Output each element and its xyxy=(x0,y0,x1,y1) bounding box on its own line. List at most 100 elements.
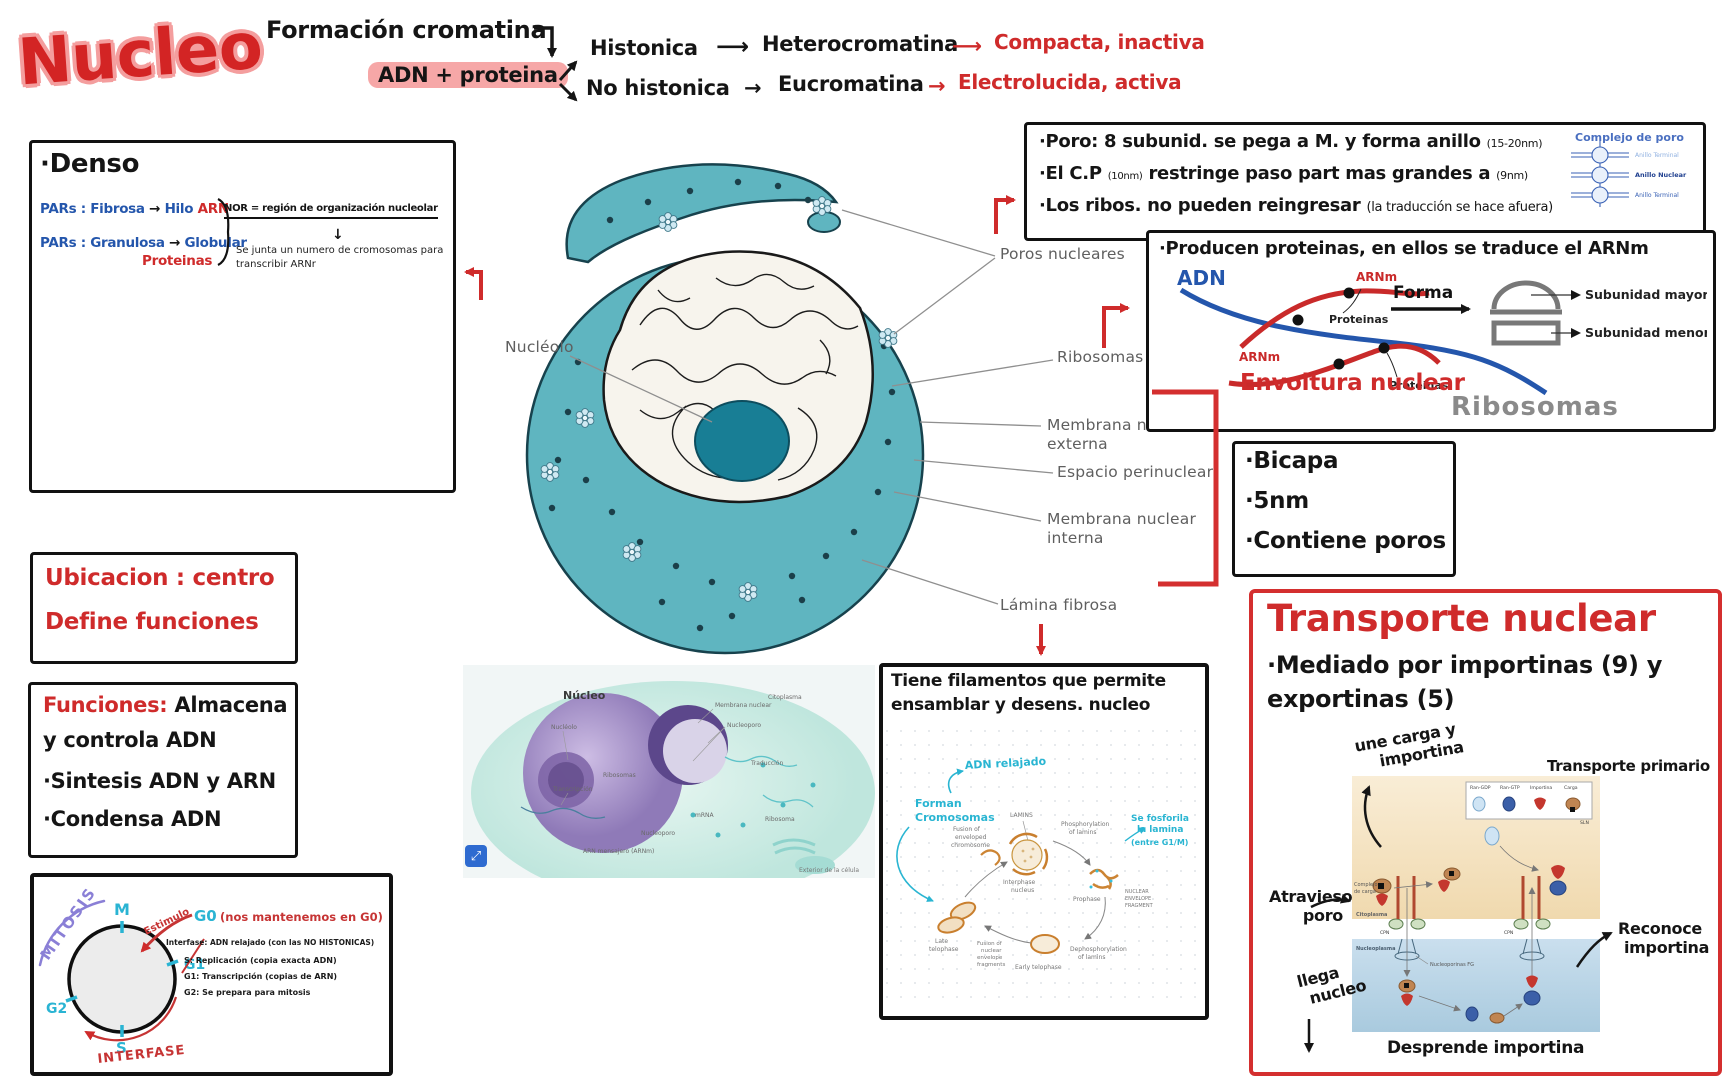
denso-bracket xyxy=(217,198,230,266)
mitosis-arc xyxy=(38,899,106,967)
label-poros-nucleares: Poros nucleares xyxy=(1000,245,1125,263)
nucleus-cap xyxy=(565,163,839,264)
figure-label-arnm: ARN mensajero (ARNm) xyxy=(583,848,654,855)
cell-cycle-box: M G1 G2 S MITOSIS INTERFASE Estimulo G0 … xyxy=(30,873,393,1076)
dotted-background xyxy=(885,729,1197,1007)
funciones-line4: ·Condensa ADN xyxy=(43,807,222,831)
poro-pointer-arrow xyxy=(994,195,1016,234)
interfase-arc xyxy=(84,996,178,1042)
poro-line1-text: ·Poro: 8 subunid. se pega a M. y forma a… xyxy=(1039,131,1481,152)
late-telophase-label-2: telophase xyxy=(929,946,959,953)
complejo-carga-label-1: Complejo xyxy=(1354,882,1378,888)
reconoce-line2: importina xyxy=(1624,938,1710,957)
denso-row2-label: PARs : Granulosa xyxy=(40,235,165,251)
flow-histonica: Histonica xyxy=(590,36,698,60)
poro-line2-b: restringe paso part mas grandes a xyxy=(1148,163,1491,184)
nucleus-illustration xyxy=(525,163,1054,655)
ribo-heading: ·Producen proteinas, en ellos se traduce… xyxy=(1159,238,1649,259)
flow-branch-arrows xyxy=(558,60,578,102)
flow-arrow1: ⟶ xyxy=(716,34,749,60)
denso-note1: Se junta un numero de cromosomas para xyxy=(236,245,444,256)
nucleoplasma-label: Nucleoplasma xyxy=(1356,946,1395,952)
cycle-note-1: Interfase: ADN relajado (con las NO HIST… xyxy=(166,938,374,947)
interphase-nucleus xyxy=(1011,839,1043,871)
llega-arrow xyxy=(1304,1019,1314,1053)
pore-complex-rings xyxy=(1571,141,1629,207)
poro-box: ·Poro: 8 subunid. se pega a M. y forma a… xyxy=(1024,122,1706,241)
fusion-chrom-label-2: enveloped xyxy=(955,834,987,841)
pore-complex-title: Complejo de poro xyxy=(1575,131,1684,144)
nef-label-1: NUCLEAR xyxy=(1125,889,1149,895)
forma-label: Forma xyxy=(1393,283,1453,303)
figure-ribosome-dots xyxy=(690,762,816,838)
ubicacion-box: Ubicacion : centro Define funciones xyxy=(30,552,298,664)
forman-note-2: Cromosomas xyxy=(915,811,995,824)
figure-label-transcripcion: Transcripción xyxy=(552,786,593,793)
phase-m: M xyxy=(114,900,130,919)
flow-elbow-down-arrow xyxy=(534,26,557,58)
figure-label-nucleolo: Nucléolo xyxy=(551,724,577,731)
cargo-complexes xyxy=(1372,826,1567,1024)
legend-importina: Importina xyxy=(1530,785,1552,791)
lamins-label: LAMINS xyxy=(1010,812,1033,819)
phosphorylation-label-2: of lamins xyxy=(1069,829,1096,836)
figure-leader-lines xyxy=(560,708,726,806)
subunit-major-shape xyxy=(1491,280,1561,310)
label-nucleolo: Nucléolo xyxy=(505,338,574,356)
ribo-diagram: ADN ARNm Proteinas ARNm Proteinas Forma … xyxy=(1177,266,1707,422)
label-ribosomas: Ribosomas xyxy=(1057,348,1144,366)
fosforila-note-2: la lamina xyxy=(1137,825,1183,835)
expand-icon: ⤢ xyxy=(470,848,482,864)
nucleus-interior xyxy=(602,250,874,504)
figure-label-ribosomas: Ribosomas xyxy=(603,772,636,779)
phase-g2: G2 xyxy=(46,1001,67,1017)
figure-title: Núcleo xyxy=(563,689,606,702)
expand-image-button[interactable]: ⤢ xyxy=(465,845,487,867)
poro-line2-n2: (9nm) xyxy=(1496,169,1528,182)
flow-arrow-red1: ⟶ xyxy=(952,34,982,58)
ubicacion-line2: Define funciones xyxy=(45,609,259,635)
figure-label-ribosoma: Ribosoma xyxy=(765,816,795,823)
flow-electrolucida: Electrolucida, activa xyxy=(958,70,1182,94)
poro-line3-text: ·Los ribos. no pueden reingresar xyxy=(1039,195,1361,216)
flow-no-histonica: No histonica xyxy=(586,76,730,100)
forman-arrow xyxy=(896,826,934,902)
label-leader-lines xyxy=(569,209,1054,605)
page-title: Nucleo xyxy=(15,9,265,101)
protein-dot-3 xyxy=(1333,358,1345,370)
envoltura-bracket xyxy=(1152,389,1219,587)
pore-ring-label-2: Anillo Nuclear xyxy=(1635,171,1687,179)
lamina-heading-2: ensamblar y desens. nucleo xyxy=(891,695,1151,715)
citoplasma-label: Citoplasma xyxy=(1356,912,1387,918)
transporte-title: Transporte nuclear xyxy=(1267,597,1656,640)
pore-ring-label-1: Anillo Terminal xyxy=(1635,152,1679,159)
ribo-pointer-arrow xyxy=(1102,303,1130,348)
figure-labels: Nucléolo Membrana nuclear Nucleoporo Rib… xyxy=(551,694,859,874)
envoltura-title: Envoltura nuclear xyxy=(1240,370,1465,396)
legend-glyphs xyxy=(1472,796,1581,812)
interfase-arc-label: INTERFASE xyxy=(97,1043,186,1065)
g0-note: (nos mantenemos en G0) xyxy=(220,910,382,924)
lamina-heading-1: Tiene filamentos que permite xyxy=(891,671,1166,691)
label-membrana-externa-l2: externa xyxy=(1047,435,1108,453)
poro-line1: ·Poro: 8 subunid. se pega a M. y forma a… xyxy=(1039,131,1543,152)
adn-relajado-arrow xyxy=(947,768,964,794)
figure-label-nucleoporo-2: Nucleoporo xyxy=(641,830,675,837)
phase-g0: G0 xyxy=(194,907,217,925)
estimulo-label: Estimulo xyxy=(142,906,191,937)
denso-pointer-arrow xyxy=(464,267,483,300)
cycle-arrow-1 xyxy=(1052,840,1091,866)
proteinas-leader-1 xyxy=(1342,288,1362,314)
cycle-ticks xyxy=(65,921,179,1037)
label-lamina-fibrosa: Lámina fibrosa xyxy=(1000,596,1118,614)
late-telophase-shape-2 xyxy=(937,916,965,934)
denso-row1-end: ARN xyxy=(197,201,230,217)
reconoce-note: Reconoce importina xyxy=(1618,919,1709,957)
fusion-ne-label-2: nuclear xyxy=(981,948,1002,954)
prophase-sparkles xyxy=(1089,869,1113,889)
phase-s: S xyxy=(116,1039,127,1057)
arnm-label-1: ARNm xyxy=(1356,270,1397,284)
figure-label-exterior: Exterior de la célula xyxy=(799,867,859,874)
denso-row1: PARs : Fibrosa → Hilo ARN xyxy=(40,201,229,217)
figure-ribosome-body xyxy=(795,856,835,874)
